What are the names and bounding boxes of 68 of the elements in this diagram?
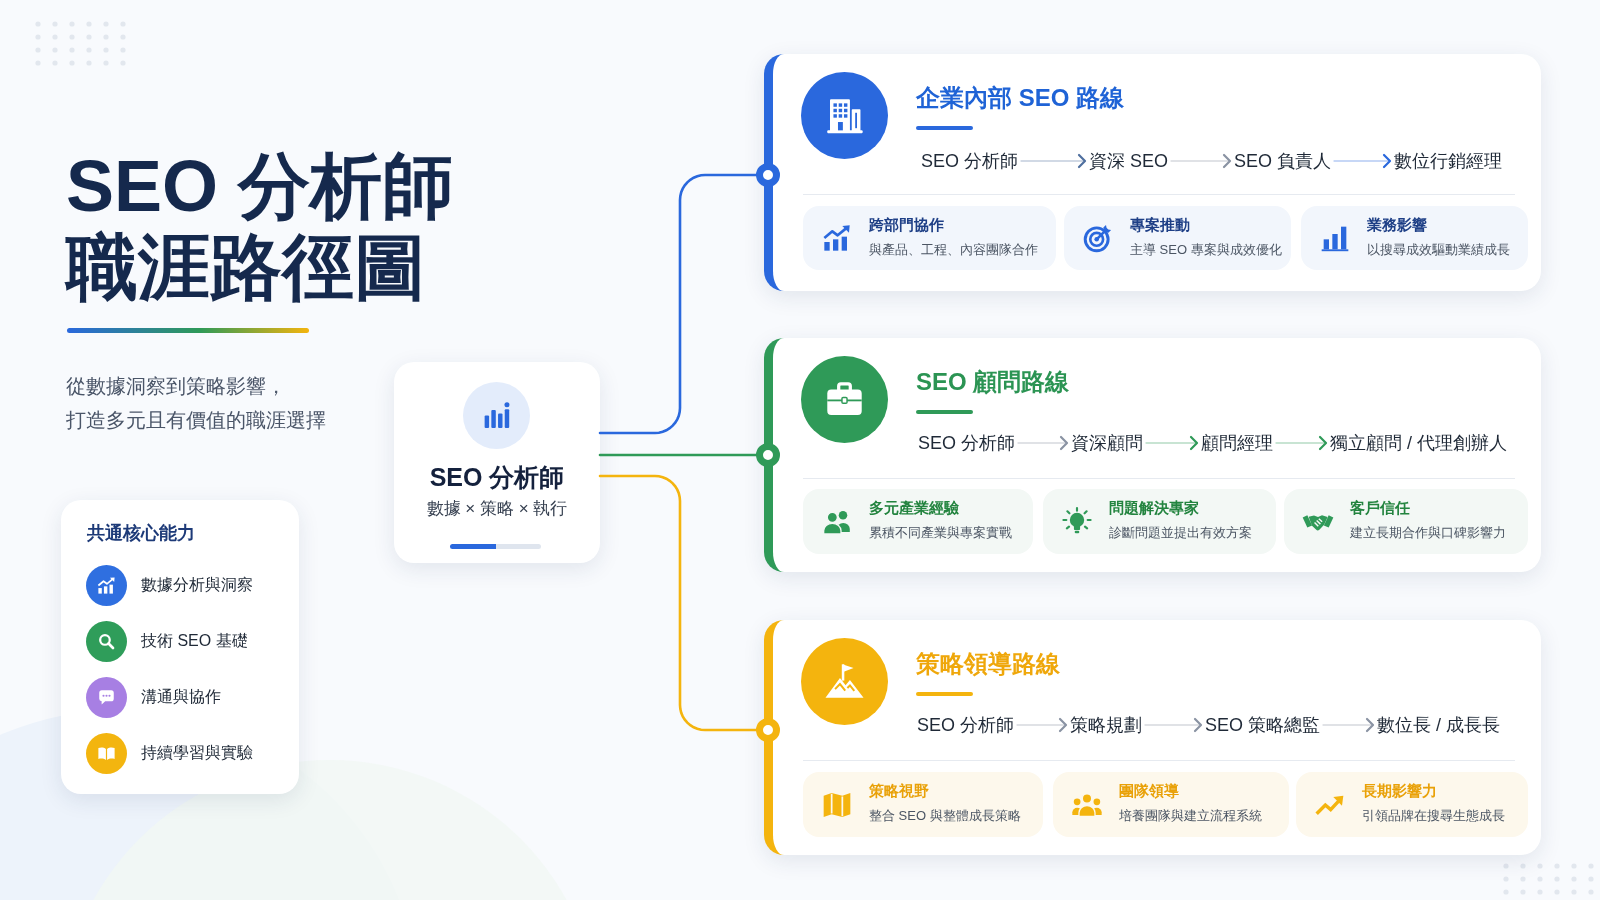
- skills-panel: [61, 500, 299, 794]
- feature-description: 引領品牌在搜尋生態成長: [1362, 807, 1505, 825]
- feature-description: 建立長期合作與口碑影響力: [1350, 524, 1506, 542]
- career-step: 顧問經理: [1201, 431, 1273, 455]
- feature-description: 以搜尋成效驅動業績成長: [1367, 241, 1510, 259]
- connector-line: [598, 474, 780, 742]
- skill-label: 溝通與協作: [141, 687, 221, 707]
- arrow: [1145, 435, 1199, 451]
- path-card: [764, 54, 1541, 291]
- feature-description: 與產品、工程、內容團隊合作: [869, 241, 1038, 259]
- feature-tile: [1053, 772, 1289, 837]
- feature-tile: [1064, 206, 1291, 270]
- path-heading: 策略領導路線: [916, 649, 1060, 679]
- career-step: 資深顧問: [1071, 431, 1143, 455]
- path-card: [764, 620, 1541, 855]
- feature-description: 培養團隊與建立流程系統: [1119, 807, 1262, 825]
- feature-description: 診斷問題並提出有效方案: [1109, 524, 1252, 542]
- skill-label: 持續學習與實驗: [141, 743, 253, 763]
- arrow: [1020, 153, 1087, 169]
- feature-title: 多元產業經驗: [869, 498, 959, 518]
- feature-description: 整合 SEO 與整體成長策略: [869, 807, 1021, 825]
- arrow: [1017, 435, 1069, 451]
- career-step: SEO 負責人: [1234, 149, 1331, 173]
- path-card: [764, 338, 1541, 572]
- career-step: 資深 SEO: [1089, 149, 1168, 173]
- feature-tile: [803, 206, 1056, 270]
- feature-title: 長期影響力: [1362, 781, 1437, 801]
- subtitle: 從數據洞察到策略影響，打造多元且有價值的職涯選擇: [66, 374, 327, 433]
- career-step: SEO 分析師: [921, 149, 1018, 173]
- feature-title: 跨部門協作: [869, 215, 944, 235]
- feature-title: 策略視野: [869, 781, 929, 801]
- path-heading: SEO 顧問路線: [916, 367, 1070, 397]
- feature-description: 累積不同產業與專案實戰: [869, 524, 1012, 542]
- career-step: 獨立顧問 / 代理創辦人: [1330, 431, 1507, 455]
- arrow: [1144, 717, 1203, 733]
- skill-label: 數據分析與洞察: [141, 575, 253, 595]
- arrow: [1322, 717, 1375, 733]
- feature-title: 業務影響: [1367, 215, 1427, 235]
- career-step: SEO 策略總監: [1205, 713, 1320, 737]
- career-step: 數位長 / 成長長: [1377, 713, 1500, 737]
- role-card: [394, 362, 600, 563]
- arrow: [1275, 435, 1328, 451]
- feature-tile: [803, 489, 1033, 554]
- career-step: SEO 分析師: [918, 431, 1015, 455]
- feature-tile: [803, 772, 1043, 837]
- connector-line: [598, 443, 780, 467]
- path-heading: 企業內部 SEO 路線: [916, 83, 1125, 113]
- feature-tile: [1284, 489, 1528, 554]
- career-step: SEO 分析師: [917, 713, 1014, 737]
- feature-title: 問題解決專家: [1109, 498, 1199, 518]
- feature-title: 客戶信任: [1350, 498, 1410, 518]
- feature-tile: [1301, 206, 1528, 270]
- feature-title: 專案推動: [1130, 215, 1190, 235]
- feature-tile: [1296, 772, 1528, 837]
- role-title: SEO 分析師: [429, 462, 565, 492]
- career-step: 數位行銷經理: [1394, 149, 1502, 173]
- role-subtitle: 數據 × 策略 × 執行: [426, 498, 568, 520]
- feature-title: 團隊領導: [1119, 781, 1179, 801]
- feature-description: 主導 SEO 專案與成效優化: [1130, 241, 1282, 259]
- title: SEO 分析師職涯路徑圖: [66, 146, 456, 308]
- arrow: [1333, 153, 1392, 169]
- skill-label: 技術 SEO 基礎: [141, 631, 248, 651]
- feature-tile: [1043, 489, 1276, 554]
- panel-heading: 共通核心能力: [87, 522, 195, 545]
- connector-line: [598, 163, 780, 435]
- arrow: [1016, 717, 1068, 733]
- career-step: 策略規劃: [1070, 713, 1142, 737]
- arrow: [1170, 153, 1232, 169]
